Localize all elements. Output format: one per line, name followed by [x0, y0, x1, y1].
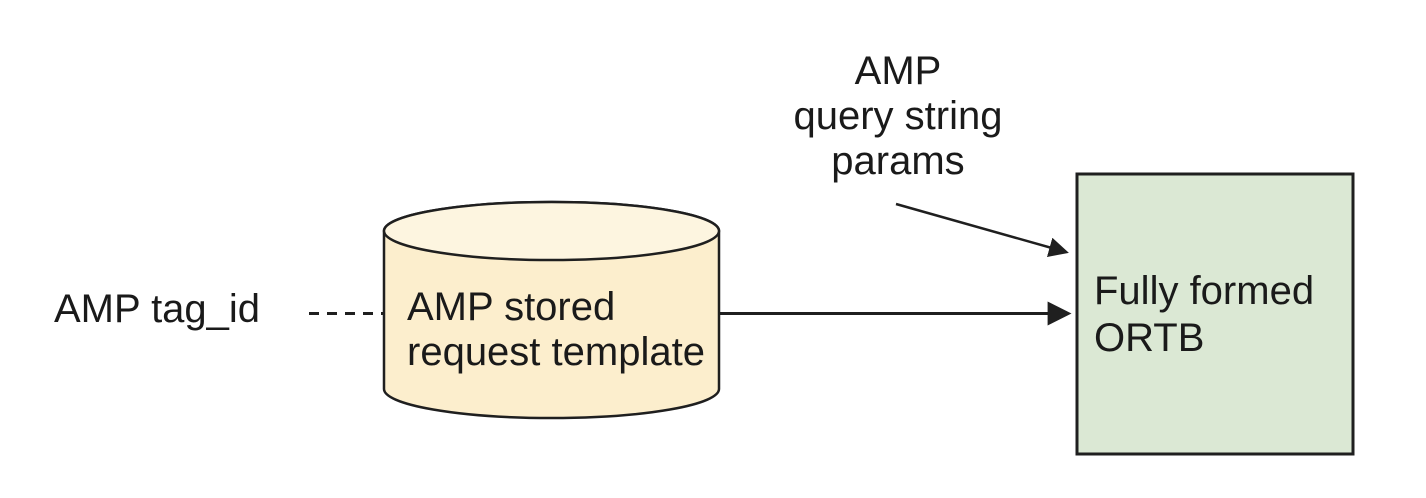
query-params-label: AMP query string params [793, 49, 1003, 183]
arrow-connector-queryparams-to-box [895, 202, 1069, 258]
amp-tag-id-label: AMP tag_id [54, 287, 261, 331]
cylinder-shape-top [382, 200, 721, 262]
stored-request-cylinder-label: AMP stored request template [407, 285, 705, 374]
ortb-box-label: Fully formed ORTB [1094, 269, 1315, 360]
ortb-box-shape [1075, 172, 1355, 456]
